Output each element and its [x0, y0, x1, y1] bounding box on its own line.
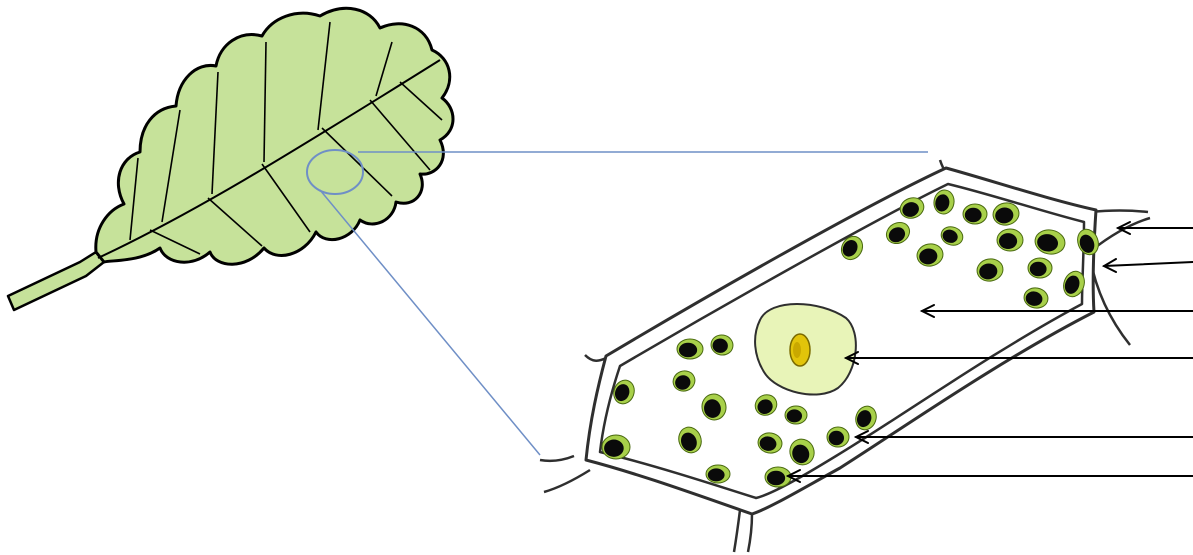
pointer-cell-wall — [1118, 222, 1193, 234]
chloroplast — [1028, 258, 1052, 278]
oak-leaf — [8, 8, 453, 310]
leaf-stalk — [8, 252, 104, 310]
chloroplast — [602, 435, 630, 459]
chloroplast — [765, 467, 791, 487]
chloroplast — [827, 427, 849, 447]
chloroplast — [706, 465, 730, 483]
leaf-blade — [96, 8, 453, 264]
chloroplast — [963, 204, 987, 224]
pointer-cytoplasm — [788, 470, 1193, 482]
chloroplast — [677, 339, 703, 359]
pointer-chloroplast — [856, 431, 1193, 443]
chloroplast — [997, 229, 1023, 251]
chloroplast — [785, 406, 807, 424]
plant-cell — [540, 160, 1150, 552]
pointer-cell-membrane — [1104, 259, 1193, 272]
zoom-line-bottom — [320, 190, 540, 455]
nucleolus-core — [793, 342, 801, 358]
